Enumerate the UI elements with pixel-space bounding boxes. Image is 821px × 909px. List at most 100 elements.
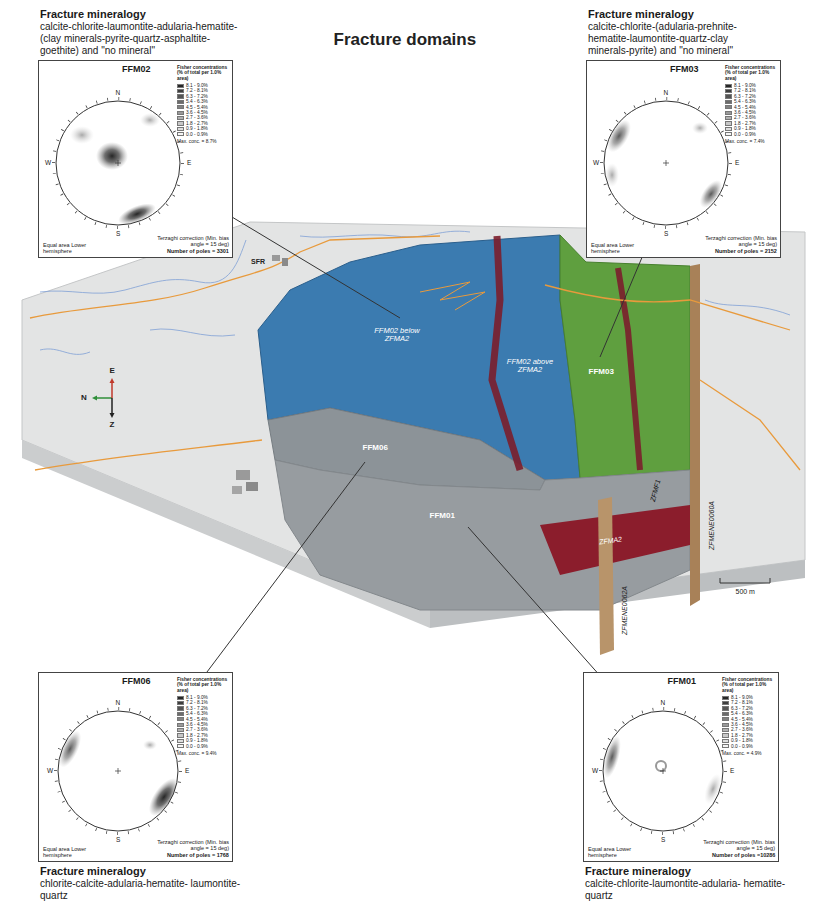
mineralogy-heading: Fracture mineralogy	[585, 865, 691, 878]
legend-value: 2.7 - 3.6%	[731, 727, 753, 732]
compass-letter: S	[664, 231, 668, 238]
legend-value: 6.3 - 7.2%	[186, 94, 208, 99]
legend-swatch	[722, 696, 729, 700]
density-patch	[701, 772, 725, 807]
axis-arrow	[111, 382, 113, 398]
center-cross	[663, 160, 669, 166]
legend-row: 7.2 - 8.1%	[177, 88, 232, 93]
zone-name: ZFMENE0060A	[708, 500, 715, 549]
legend-swatch	[177, 132, 184, 136]
legend-value: 4.5 - 5.4%	[186, 717, 208, 722]
legend-row: 5.4 - 6.3%	[725, 99, 780, 104]
pole-count: Number of poles = 2152	[715, 248, 777, 255]
building	[272, 255, 280, 261]
compass-letter: S	[116, 231, 120, 238]
axis-arrows	[92, 378, 115, 418]
legend-swatch	[725, 100, 732, 104]
legend-swatch	[177, 89, 184, 93]
max-concentration: Max. conc. = 4.9%	[722, 751, 762, 757]
legend-row: 5.4 - 6.3%	[722, 711, 777, 716]
legend-value: 4.5 - 5.4%	[734, 105, 756, 110]
legend-row: 5.4 - 6.3%	[177, 711, 232, 716]
place-name: SFR	[251, 258, 265, 266]
legend-heading: Fisher concentrations (% of total per 1.…	[725, 65, 780, 81]
pole-density	[70, 113, 160, 229]
mineralogy-list: calcite-chlorite-laumontite-adularia- he…	[585, 878, 795, 902]
legend-swatch	[177, 744, 184, 748]
max-concentration: Max. conc. = 8.7%	[177, 139, 217, 145]
legend-value: 0.9 - 1.8%	[734, 126, 756, 131]
legend-row: 7.2 - 8.1%	[177, 700, 232, 705]
legend-swatch	[722, 717, 729, 721]
density-patch	[143, 773, 185, 821]
axis-label: E	[110, 367, 115, 375]
legend-swatch	[725, 127, 732, 131]
legend-row: 6.3 - 7.2%	[177, 706, 232, 711]
stereonet-ticks	[602, 99, 731, 228]
legend-row: 4.5 - 5.4%	[725, 105, 780, 110]
legend-value: 3.6 - 4.5%	[186, 722, 208, 727]
road	[35, 440, 262, 470]
domain-surface	[275, 460, 690, 610]
legend-row: 7.2 - 8.1%	[725, 88, 780, 93]
legend-swatch	[722, 733, 729, 737]
leader-line	[468, 527, 597, 672]
density-patch	[692, 122, 708, 134]
domain-name: FFM02 above ZFMA2	[505, 358, 555, 375]
legend-value: 8.1 - 9.0%	[186, 83, 208, 88]
legend-value: 1.8 - 2.7%	[734, 121, 756, 126]
legend-value: 3.6 - 4.5%	[731, 722, 753, 727]
legend-swatch	[177, 696, 184, 700]
legend-value: 8.1 - 9.0%	[734, 83, 756, 88]
compass-letter: N	[661, 700, 666, 707]
legend-swatch	[722, 744, 729, 748]
legend-swatch	[177, 733, 184, 737]
legend-row: 3.6 - 4.5%	[722, 722, 777, 727]
pole-count: Number of poles = 1768	[167, 852, 229, 859]
legend-heading: Fisher concentrations (% of total per 1.…	[177, 65, 232, 81]
legend-swatch	[177, 706, 184, 710]
legend-value: 7.2 - 8.1%	[731, 700, 753, 705]
pole-density	[602, 116, 727, 212]
building	[232, 486, 242, 494]
center-cross	[115, 160, 121, 166]
legend-swatch	[725, 111, 732, 115]
legend-swatch	[725, 94, 732, 98]
legend-value: 5.4 - 6.3%	[186, 711, 208, 716]
axis-arrow	[111, 398, 113, 414]
projection-note: Equal area Lower hemisphere	[591, 242, 635, 255]
legend-value: 6.3 - 7.2%	[186, 706, 208, 711]
legend-swatch	[725, 121, 732, 125]
stereonet-circle	[603, 711, 723, 831]
legend-swatch	[177, 712, 184, 716]
legend-value: 7.2 - 8.1%	[186, 88, 208, 93]
panel-ground	[38, 60, 233, 258]
domain-outline	[560, 235, 690, 478]
legend-value: 5.4 - 6.3%	[186, 99, 208, 104]
legend-swatch	[725, 89, 732, 93]
legend-value: 0.0 - 0.9%	[186, 132, 208, 137]
max-concentration: Max. conc. = 7.4%	[725, 139, 765, 145]
legend-swatch	[177, 111, 184, 115]
legend-row: 0.0 - 0.9%	[722, 744, 777, 749]
legend-row: 4.5 - 5.4%	[177, 105, 232, 110]
legend-row: 0.9 - 1.8%	[177, 126, 232, 131]
legend-swatch	[722, 723, 729, 727]
compass-letter: E	[185, 768, 189, 775]
coastline	[300, 231, 470, 237]
building	[246, 482, 258, 491]
legend-row: 8.1 - 9.0%	[177, 695, 232, 700]
arrow-head	[92, 396, 97, 401]
panel-ground	[38, 672, 233, 862]
legend-row: 7.2 - 8.1%	[722, 700, 777, 705]
pole-density	[54, 727, 185, 820]
fracture-domain: FFM03	[560, 235, 690, 478]
legend-swatch	[177, 717, 184, 721]
compass-letter: E	[730, 768, 734, 775]
coastline	[705, 300, 790, 315]
panel-title: FFM02	[122, 64, 151, 75]
legend-value: 8.1 - 9.0%	[731, 695, 753, 700]
legend-row: 5.4 - 6.3%	[177, 99, 232, 104]
